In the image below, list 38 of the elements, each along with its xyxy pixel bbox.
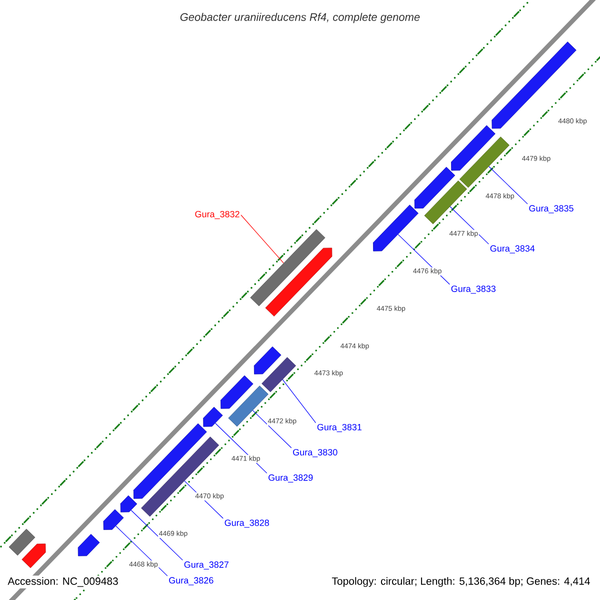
gene-feature <box>414 166 456 209</box>
gene-feature <box>203 406 223 427</box>
gene-feature <box>22 544 46 568</box>
leader-line <box>116 526 168 576</box>
gene-label: Gura_3833 <box>451 286 496 294</box>
gene-feature <box>250 229 326 306</box>
gene-feature <box>262 357 296 392</box>
gene-feature <box>228 386 268 427</box>
gene-label: Gura_3834 <box>490 245 535 254</box>
gene-feature <box>373 204 418 252</box>
gene-label: Gura_3830 <box>293 449 338 458</box>
gene-feature <box>424 180 467 224</box>
gene-feature <box>492 42 576 129</box>
leader-line <box>488 166 528 204</box>
gene-label: Gura_3835 <box>529 205 574 214</box>
gene-feature <box>78 534 100 556</box>
genome-info-text: Topology: circular; Length: 5,136,364 bp; Genes: 4,414 <box>330 576 592 588</box>
gene-label: Gura_3831 <box>317 424 362 432</box>
gene-feature <box>103 509 124 530</box>
gene-label: Gura_3832 <box>195 210 240 220</box>
leader-line <box>450 206 489 244</box>
leader-line <box>282 379 316 424</box>
gene-feature <box>120 495 138 512</box>
leader-line <box>130 510 183 560</box>
accession-text: Accession: NC_009483 <box>6 576 120 588</box>
gene-feature <box>451 125 496 171</box>
gene-label: Gura_3827 <box>184 561 228 570</box>
gene-feature <box>254 346 282 374</box>
gene-label: Gura_3828 <box>224 520 269 528</box>
gene-label: Gura_3829 <box>268 474 313 482</box>
gene-feature <box>220 375 254 409</box>
title: Geobacter uraniireducens Rf4, complete genome <box>180 12 420 24</box>
leader-line <box>240 214 284 264</box>
gene-feature <box>8 528 36 556</box>
gene-label: Gura_3826 <box>169 577 214 586</box>
leader-line <box>252 410 292 448</box>
gene-feature <box>459 136 510 188</box>
gene-feature <box>265 248 332 316</box>
